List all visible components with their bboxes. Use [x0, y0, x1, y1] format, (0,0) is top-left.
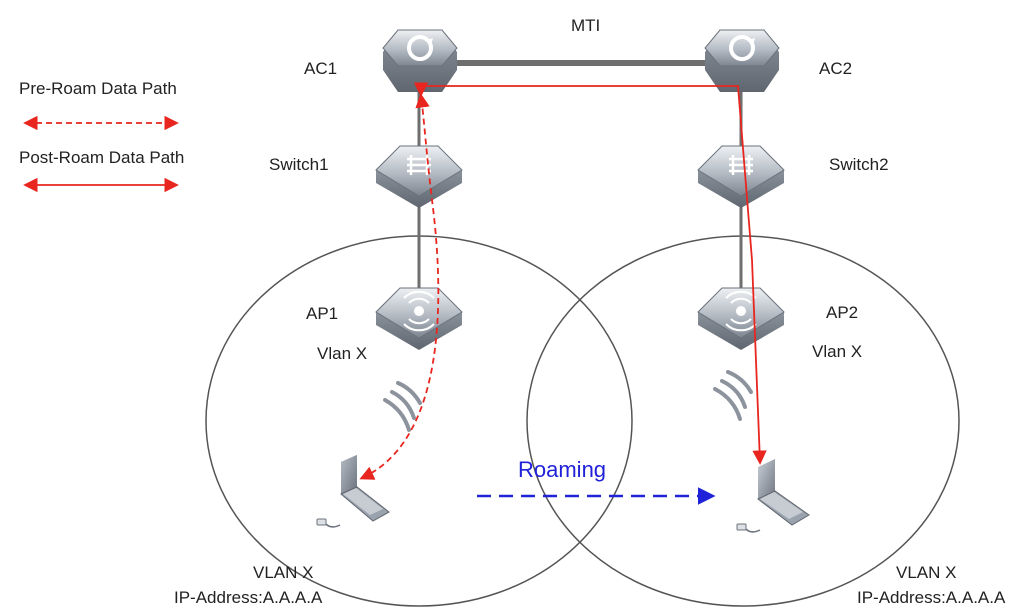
mti-label: MTI — [571, 16, 600, 35]
post-roam-data-path — [413, 82, 767, 465]
switch1-label: Switch1 — [269, 155, 329, 174]
client1-vlan-label: VLAN X — [253, 563, 313, 582]
ac1-label: AC1 — [304, 59, 337, 78]
client1-ip-label: IP-Address:A.A.A.A — [174, 588, 323, 607]
switch2-icon — [697, 145, 785, 208]
wifi-signal-icon — [383, 381, 422, 432]
legend-pre-roam-label: Pre-Roam Data Path — [19, 79, 177, 98]
client2-ip-label: IP-Address:A.A.A.A — [857, 588, 1006, 607]
legend-post-roam-label: Post-Roam Data Path — [19, 148, 184, 167]
ap2-label: AP2 — [826, 303, 858, 322]
ap1-label: AP1 — [306, 304, 338, 323]
legend: Pre-Roam Data Path Post-Roam Data Path — [19, 79, 184, 193]
ap2-icon — [697, 287, 785, 350]
switch2-label: Switch2 — [829, 155, 889, 174]
ac2-label: AC2 — [819, 59, 852, 78]
roaming-label: Roaming — [518, 457, 606, 482]
ap1-vlan-label: Vlan X — [317, 344, 367, 363]
wifi-signal-icon — [713, 370, 753, 421]
client2-vlan-label: VLAN X — [896, 563, 956, 582]
ac2-icon — [704, 29, 780, 92]
switch1-icon — [375, 145, 463, 208]
laptop-2-icon — [736, 459, 810, 533]
ap2-vlan-label: Vlan X — [812, 342, 862, 361]
ac1-icon — [382, 29, 458, 92]
ap1-icon — [375, 287, 463, 350]
laptop-1-icon — [316, 455, 390, 528]
